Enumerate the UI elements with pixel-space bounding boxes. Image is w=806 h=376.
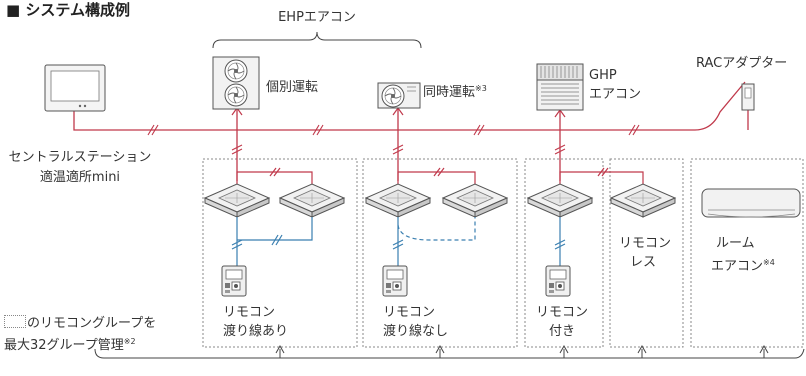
- legend-line2: 最大32グループ管理※2: [4, 337, 136, 353]
- group-box-4: [609, 158, 684, 348]
- indoor-unit-2a: [365, 183, 431, 218]
- indoor-unit-1a: [204, 183, 270, 218]
- group-box-1: [202, 158, 358, 348]
- individual-label: 個別運転: [266, 80, 319, 95]
- group4-label-line1: リモコン: [619, 236, 672, 251]
- indoor-links: [236, 167, 644, 184]
- diagram-title: ■ システム構成例: [6, 1, 130, 19]
- rac-adapter-label: RACアダプター: [696, 56, 788, 71]
- ehp-group-label: EHPエアコン: [278, 10, 356, 25]
- group1-label-line1: リモコン: [223, 305, 276, 320]
- room-air-conditioner: [701, 188, 801, 218]
- ghp-outdoor-unit: [536, 63, 584, 111]
- ehp-outdoor-individual: [212, 56, 260, 110]
- group2-label-line1: リモコン: [383, 305, 436, 320]
- indoor-unit-4: [610, 183, 676, 218]
- bracket-arrows: [275, 344, 769, 358]
- indoor-unit-1b: [279, 183, 345, 218]
- group1-label-line2: 渡り線あり: [223, 324, 289, 339]
- group3-label-line1: リモコン: [536, 305, 589, 320]
- indoor-unit-3: [527, 183, 593, 218]
- ghp-label-line1: GHP: [589, 68, 617, 83]
- group3-label-line2: 付き: [549, 324, 576, 339]
- legend-dotted-box-icon: [4, 315, 26, 328]
- rac-adapter: [741, 83, 755, 111]
- group-box-2: [362, 158, 518, 348]
- group4-label-line2: レス: [630, 255, 657, 270]
- remote-2: [382, 265, 408, 297]
- ehp-brace: [212, 31, 422, 49]
- drops: [236, 108, 561, 181]
- ghp-label-line2: エアコン: [589, 87, 642, 102]
- break-marks-main: [147, 124, 640, 136]
- simultaneous-label: 同時運転※3: [423, 84, 487, 100]
- room-ac-label-line2: エアコン※4: [711, 258, 775, 274]
- group-box-5: [690, 158, 804, 348]
- remote-1: [221, 265, 247, 297]
- main-signal-line: [73, 81, 746, 131]
- room-ac-label-line1: ルーム: [716, 236, 755, 251]
- central-station-label-line1: セントラルステーション: [8, 150, 152, 165]
- remote-3: [545, 265, 571, 297]
- management-bracket: [94, 348, 805, 359]
- central-station-label-line2: 適温適所mini: [39, 170, 121, 185]
- remote-wiring: [231, 217, 566, 266]
- central-station-monitor: [44, 64, 106, 112]
- indoor-unit-2b: [442, 183, 508, 218]
- group2-label-line2: 渡り線なし: [383, 324, 449, 339]
- legend-line1: のリモコングループを: [4, 315, 156, 332]
- ehp-outdoor-simultaneous: [377, 82, 421, 109]
- break-marks-drops: [231, 144, 566, 155]
